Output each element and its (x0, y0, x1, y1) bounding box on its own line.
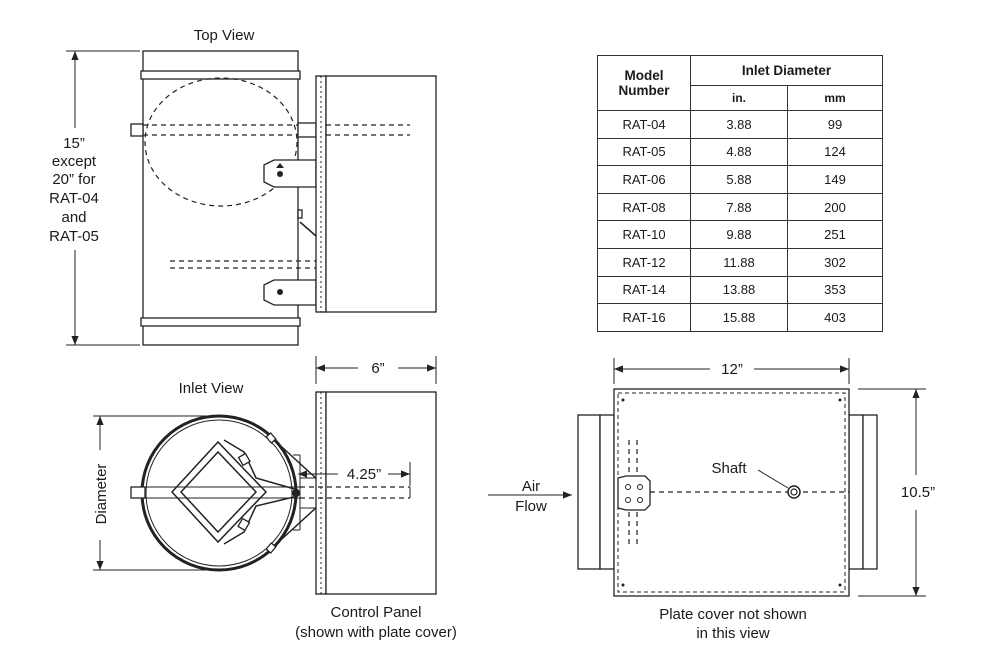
cell-inches: 15.88 (690, 303, 788, 332)
top-view-lower-bracket (263, 279, 317, 306)
side-view-width-dimension: 12” (613, 358, 850, 384)
inlet-view-offset-label: 4.25” (347, 466, 381, 483)
table-row: RAT-06 5.88 149 (597, 165, 883, 194)
cell-model: RAT-10 (597, 220, 691, 249)
inlet-view-offset-dimension: 4.25” (298, 462, 411, 486)
top-view-height-line-1: 15” (63, 135, 85, 152)
top-view-upper-band (140, 70, 301, 80)
side-view-flow-label: Flow (515, 498, 547, 515)
cell-model: RAT-06 (597, 165, 691, 194)
side-view-caption-line-2: in this view (696, 625, 770, 642)
cell-mm: 302 (787, 247, 883, 277)
header-mm: mm (787, 85, 883, 111)
side-view: 12” 10.5” (488, 358, 935, 642)
cell-model: RAT-12 (597, 247, 691, 277)
table-row: RAT-16 15.88 403 (597, 303, 883, 332)
inlet-view-width-label: 6” (371, 360, 384, 377)
header-inches: in. (690, 85, 788, 111)
side-view-inlet-collar (577, 414, 601, 570)
top-view-height-dimension: 15” except 20” for RAT-04 and RAT-05 (49, 50, 140, 346)
cell-model: RAT-05 (597, 137, 691, 167)
inlet-view-width-dimension: 6” (315, 356, 437, 384)
inlet-view-caption-line-1: Control Panel (331, 604, 422, 621)
model-dimension-table: Model Number Inlet Diameter in. mm RAT-0… (597, 55, 883, 332)
cell-model: RAT-14 (597, 275, 691, 305)
inlet-view-title: Inlet View (179, 380, 244, 397)
cell-inches: 11.88 (690, 247, 788, 277)
top-view-title: Top View (194, 27, 255, 44)
table-row: RAT-12 11.88 302 (597, 247, 883, 277)
table-row: RAT-05 4.88 124 (597, 137, 883, 167)
header-inlet-diameter: Inlet Diameter (690, 55, 883, 86)
cell-inches: 4.88 (690, 137, 788, 167)
top-view-lower-band (140, 317, 301, 327)
inlet-view-diameter-label: Diameter (93, 464, 110, 525)
cell-mm: 353 (787, 275, 883, 305)
top-view-blade-outline (144, 77, 298, 207)
side-view-height-label: 10.5” (901, 484, 935, 501)
side-view-shaft-label: Shaft (711, 460, 747, 477)
cell-model: RAT-04 (597, 110, 691, 139)
inlet-view-control-panel (325, 391, 437, 595)
side-view-air-label: Air (522, 478, 540, 495)
cell-mm: 124 (787, 137, 883, 167)
cell-inches: 5.88 (690, 165, 788, 194)
side-view-width-label: 12” (721, 361, 743, 378)
table-row: RAT-08 7.88 200 (597, 192, 883, 222)
header-model-number: Model Number (597, 55, 691, 111)
inlet-view: Inlet View 6” Diameter (93, 356, 457, 641)
top-view-height-line-2: except (52, 153, 97, 170)
table-row: RAT-04 3.88 99 (597, 110, 883, 139)
cell-inches: 3.88 (690, 110, 788, 139)
top-view-height-line-4: RAT-04 (49, 190, 99, 207)
cell-mm: 200 (787, 192, 883, 222)
inlet-view-blade-linkage (170, 439, 300, 545)
cell-mm: 149 (787, 165, 883, 194)
top-view-upper-bracket (263, 159, 317, 188)
cell-inches: 13.88 (690, 275, 788, 305)
top-view-control-panel (325, 75, 437, 313)
side-view-outlet-collar (848, 414, 864, 570)
table-row: RAT-14 13.88 353 (597, 275, 883, 305)
side-view-linkage-plate (617, 440, 651, 545)
cell-inches: 9.88 (690, 220, 788, 249)
side-view-height-dimension: 10.5” (858, 388, 935, 597)
cell-inches: 7.88 (690, 192, 788, 222)
cell-model: RAT-16 (597, 303, 691, 332)
cell-mm: 403 (787, 303, 883, 332)
table-row: RAT-10 9.88 251 (597, 220, 883, 249)
cell-model: RAT-08 (597, 192, 691, 222)
top-view-height-line-6: RAT-05 (49, 228, 99, 245)
top-view-height-line-3: 20” for (52, 171, 95, 188)
inlet-view-caption-line-2: (shown with plate cover) (295, 624, 457, 641)
cell-mm: 99 (787, 110, 883, 139)
top-view-height-line-5: and (61, 209, 86, 226)
cell-mm: 251 (787, 220, 883, 249)
side-view-caption-line-1: Plate cover not shown (659, 606, 807, 623)
side-view-shaft-leader (757, 469, 789, 489)
inlet-view-diameter-dimension: Diameter (93, 415, 210, 571)
top-view: Top View 15” except 20” for RAT-04 and R… (49, 27, 437, 346)
